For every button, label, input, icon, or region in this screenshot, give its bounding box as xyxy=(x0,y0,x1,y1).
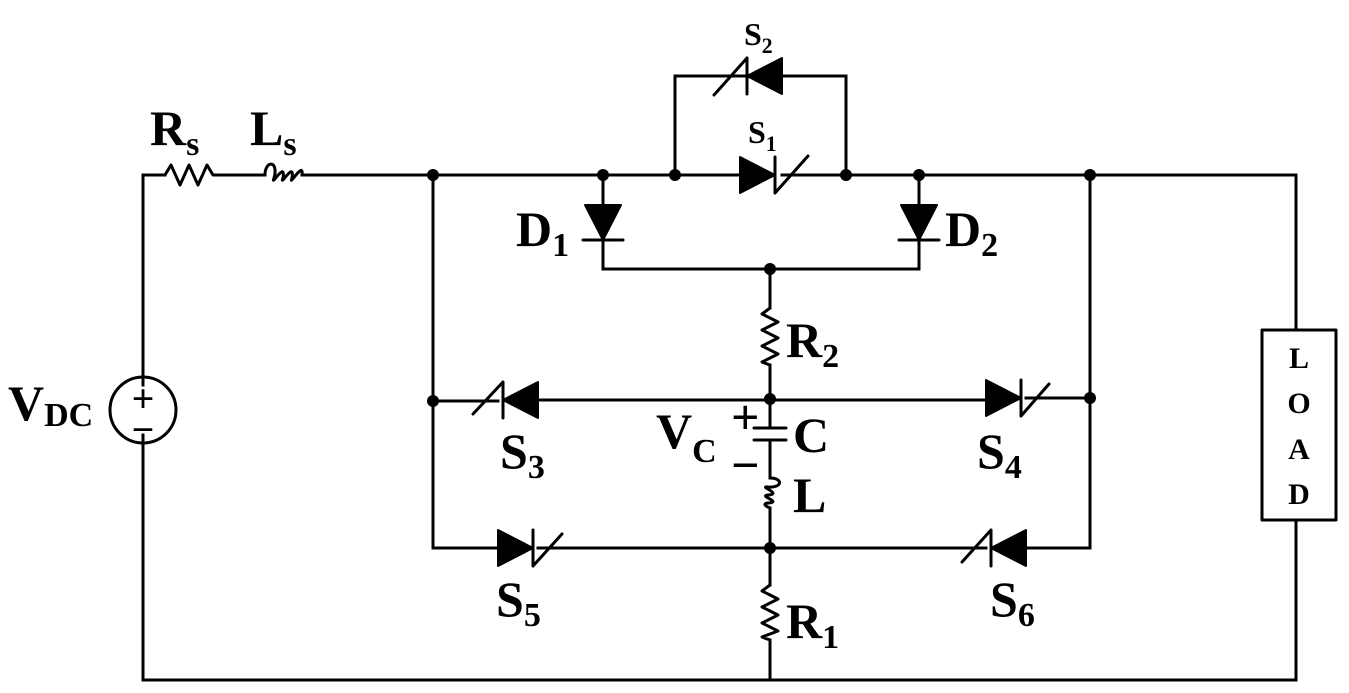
switch-s3 xyxy=(471,380,539,420)
capacitor-minus-sign: − xyxy=(731,437,760,493)
load-letter-3: A xyxy=(1288,433,1310,466)
switch-s4-label: S4 xyxy=(977,423,1022,486)
wire-d1 xyxy=(601,173,921,271)
switch-s4 xyxy=(985,378,1051,418)
wire-right-rail xyxy=(1024,173,1092,550)
switch-s2-bar xyxy=(712,56,749,97)
diode-d1-label: D1 xyxy=(516,201,569,264)
dc-voltage-source: + − xyxy=(108,375,178,452)
series-resistor-symbol xyxy=(163,163,219,187)
switch-s1-label: S1 xyxy=(748,114,777,156)
load-letter-1: L xyxy=(1289,342,1309,375)
resistor-r1-label: R1 xyxy=(786,593,839,656)
switch-s6-bar xyxy=(960,528,993,568)
capacitor-c xyxy=(752,426,788,442)
wires xyxy=(141,74,1298,682)
resistor-r2-symbol xyxy=(760,306,780,367)
diode-d1 xyxy=(581,204,625,242)
series-resistor-label: Rs xyxy=(150,100,199,163)
switch-s2 xyxy=(712,56,783,97)
switch-s1 xyxy=(739,154,810,195)
load-letter-4: D xyxy=(1288,478,1310,511)
node-s2-left xyxy=(669,169,681,181)
diode-d1-triangle xyxy=(584,204,622,241)
inductor-label: L xyxy=(793,467,826,523)
node-diode-join xyxy=(764,263,776,275)
load-rectangle xyxy=(1260,328,1338,522)
node-right-mid xyxy=(1084,392,1096,404)
wire-s2-loop xyxy=(673,74,848,177)
switch-s5 xyxy=(497,528,564,568)
switch-s6 xyxy=(960,528,1027,568)
source-minus-sign: − xyxy=(132,407,155,452)
switch-s1-triangle xyxy=(739,156,776,194)
node-center-mid xyxy=(764,393,776,405)
switch-s5-bar xyxy=(531,528,564,568)
load-box: L O A D xyxy=(1260,328,1338,522)
junction-nodes xyxy=(427,169,1096,554)
series-inductor-symbol xyxy=(263,162,304,182)
switch-s3-bar xyxy=(471,380,505,420)
source-circle xyxy=(108,375,178,445)
switch-s2-triangle xyxy=(746,57,783,95)
series-inductor-label: Ls xyxy=(250,100,297,163)
capacitor-plates xyxy=(752,426,788,442)
diode-d2-label: D2 xyxy=(945,201,998,264)
resistor-r2-label: R2 xyxy=(786,312,839,375)
source-plus-sign: + xyxy=(132,376,155,421)
diode-d2-triangle xyxy=(900,204,938,241)
source-label: VDC xyxy=(8,375,93,434)
node-left-mid xyxy=(427,395,439,407)
node-d1-top xyxy=(597,169,609,181)
wire-left-rail xyxy=(431,173,500,550)
inductor-l-symbol xyxy=(763,476,781,510)
resistor-r1-symbol xyxy=(760,583,780,642)
wire-top-right xyxy=(780,173,1298,332)
capacitor-label: C xyxy=(793,407,829,463)
switch-s3-triangle xyxy=(502,381,539,419)
capacitor-voltage-label: VC xyxy=(656,403,717,470)
node-top-right xyxy=(1084,169,1096,181)
switch-s3-label: S3 xyxy=(500,423,545,486)
capacitor-plus-sign: + xyxy=(731,389,760,445)
switch-s4-triangle xyxy=(985,379,1022,417)
node-center-low xyxy=(764,542,776,554)
switch-s4-bar xyxy=(1019,378,1051,418)
node-d2-top xyxy=(913,169,925,181)
wire-bottom-rail xyxy=(141,433,1298,682)
switch-s1-bar xyxy=(773,154,810,195)
node-top-left xyxy=(427,169,439,181)
switch-s2-label: S2 xyxy=(744,16,773,58)
load-letter-2: O xyxy=(1287,387,1310,420)
diode-d2 xyxy=(897,204,941,242)
node-s2-right xyxy=(840,169,852,181)
switch-s6-label: S6 xyxy=(990,571,1035,634)
switch-s5-triangle xyxy=(497,529,534,567)
wire-source-left xyxy=(141,173,167,387)
switch-s5-label: S5 xyxy=(496,571,541,634)
switch-s6-triangle xyxy=(990,529,1027,567)
